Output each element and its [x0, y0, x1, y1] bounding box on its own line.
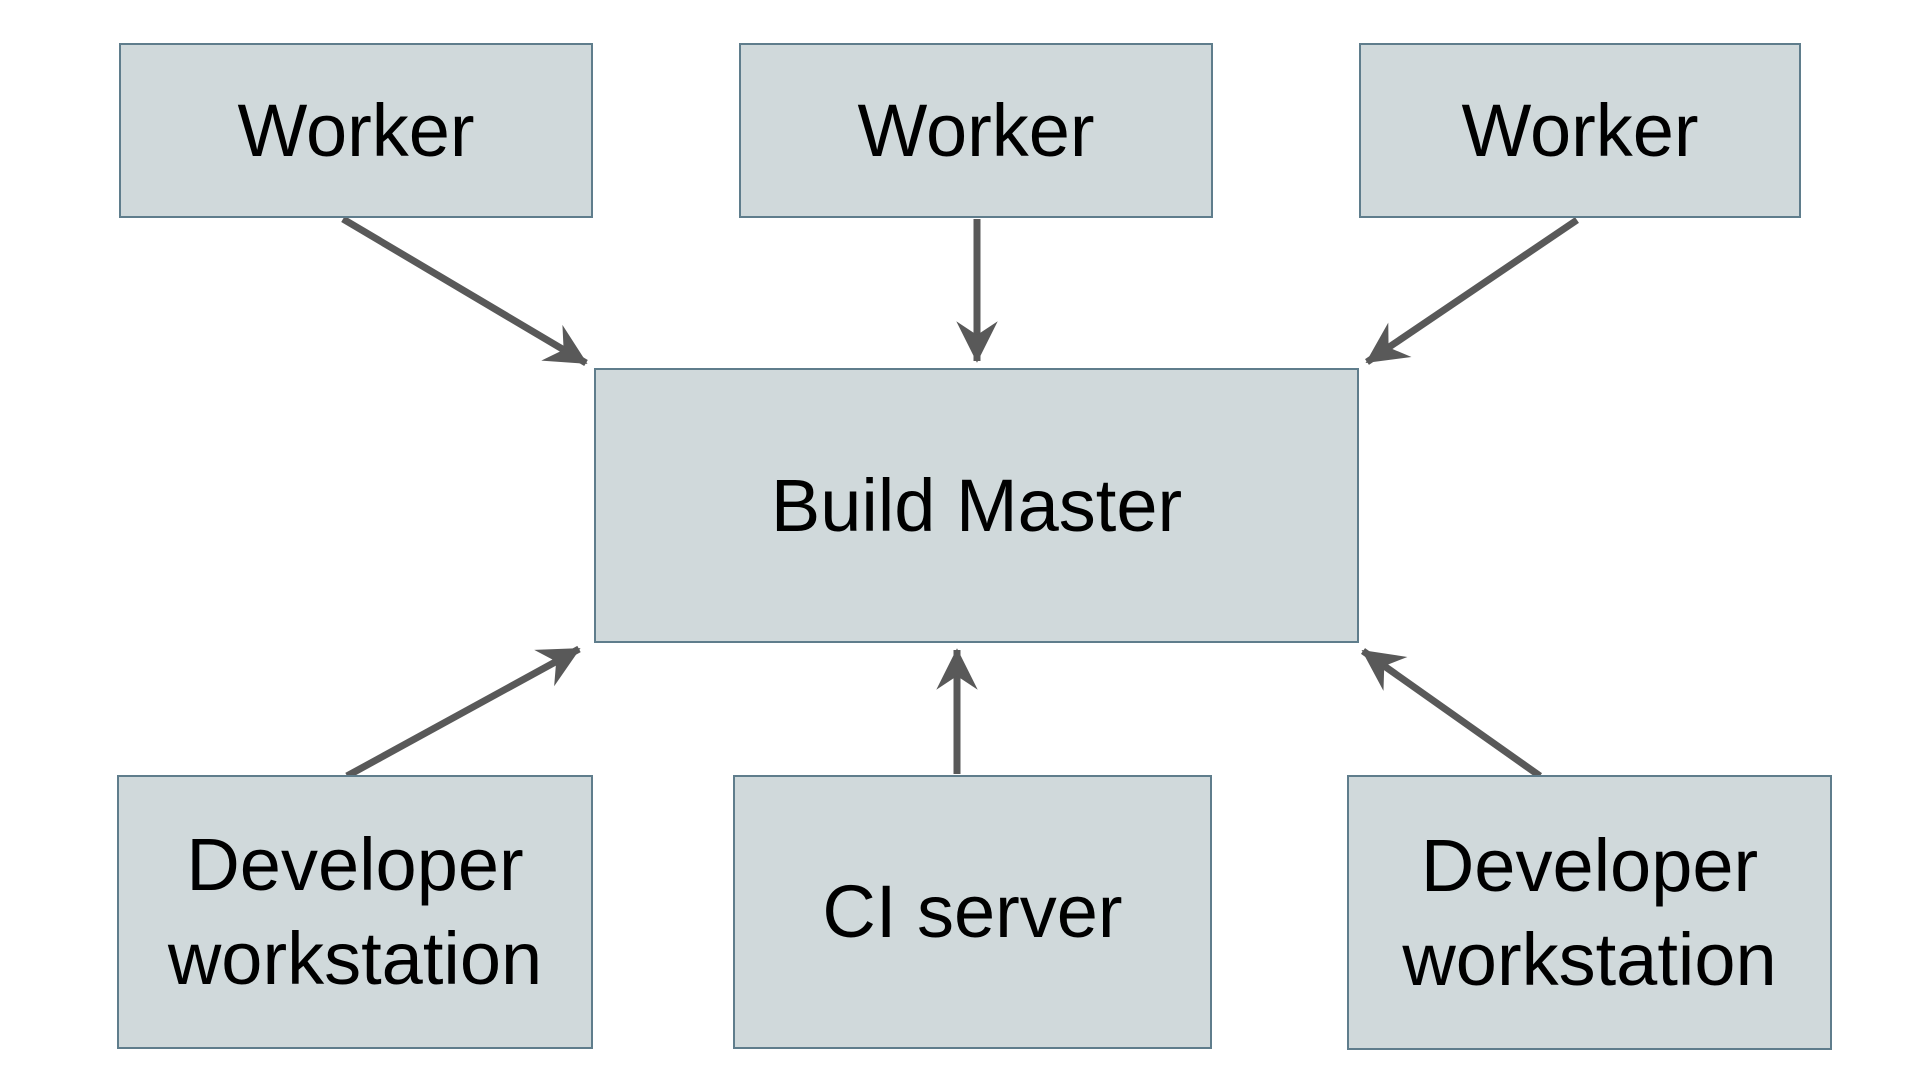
box-build-master: Build Master — [594, 368, 1359, 643]
arrow-worker-3-to-build-master — [1365, 217, 1579, 365]
box-ci-server: CI server — [733, 775, 1212, 1049]
box-worker-1-label: Worker — [237, 88, 475, 172]
arrow-dev-workstation-2-to-build-master — [1360, 648, 1543, 779]
box-developer-workstation-2-label: Developer workstation — [1402, 823, 1777, 1001]
box-worker-3-label: Worker — [1461, 88, 1699, 172]
box-developer-workstation-1: Developer workstation — [117, 775, 593, 1049]
box-developer-workstation-1-label: Developer workstation — [167, 823, 543, 1000]
arrow-dev-workstation-1-to-build-master — [345, 645, 581, 780]
box-ci-server-label: CI server — [822, 870, 1123, 954]
arrow-worker-1-to-build-master — [341, 215, 588, 367]
box-worker-1: Worker — [119, 43, 593, 218]
box-developer-workstation-2: Developer workstation — [1347, 775, 1832, 1050]
box-worker-3: Worker — [1359, 43, 1801, 218]
box-worker-2: Worker — [739, 43, 1213, 218]
box-worker-2-label: Worker — [857, 88, 1095, 172]
box-build-master-label: Build Master — [770, 463, 1183, 547]
